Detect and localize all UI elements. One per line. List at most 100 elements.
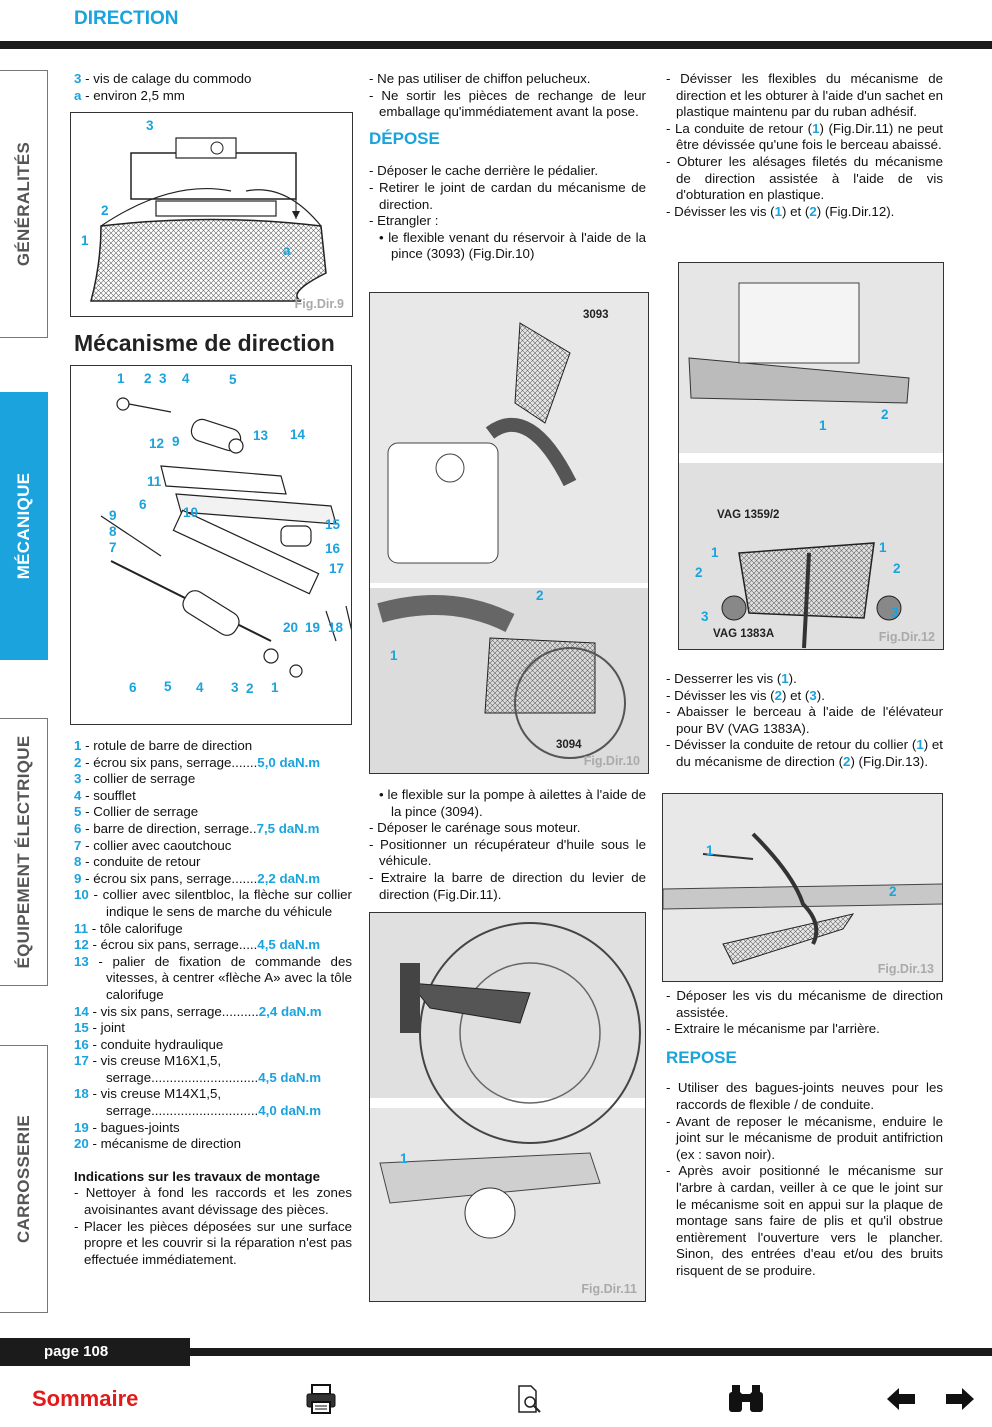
steering-rack-drawing: [100, 397, 351, 678]
paragraph: - Desserrer les vis (1).: [666, 671, 797, 686]
paragraph: - Positionner un récupérateur d'huile so…: [369, 836, 646, 869]
tab-mecanique[interactable]: MÉCANIQUE: [0, 392, 48, 660]
callout: 4: [196, 680, 204, 695]
callout: 1: [711, 545, 719, 560]
return-line-photo: [663, 794, 942, 981]
indications-title: Indications sur les travaux de montage: [74, 1168, 321, 1184]
legend-item: 11 - tôle calorifuge: [74, 920, 183, 936]
callout: 5: [164, 679, 172, 694]
callout: 1: [390, 648, 398, 663]
column-2-middle: • le flexible sur la pompe à ailettes à …: [369, 787, 646, 903]
tab-label: CARROSSERIE: [13, 1115, 33, 1243]
bullet: • le flexible venant du réservoir à l'ai…: [379, 229, 646, 262]
tool-label: 3094: [556, 739, 582, 751]
legend-item: 17 - vis creuse M16X1,5, serrage........…: [74, 1053, 322, 1085]
callout: 18: [328, 620, 344, 635]
callout: 1: [271, 680, 279, 695]
tab-label: MÉCANIQUE: [13, 472, 33, 580]
section-title: Mécanisme de direction: [74, 330, 335, 356]
figure-label: Fig.Dir.9: [294, 297, 344, 311]
legend-item: 2 - écrou six pans, serrage.......5,0 da…: [74, 754, 321, 770]
callout: 15: [325, 517, 341, 532]
paragraph: - Ne pas utiliser de chiffon pelucheux.: [369, 71, 591, 86]
callout: 10: [183, 505, 199, 520]
section-header: DIRECTION: [74, 8, 179, 29]
tool-label: 3093: [583, 309, 609, 321]
figure-label: Fig.Dir.11: [581, 1282, 637, 1296]
fig9-legend: 3 - vis de calage du commodo a - environ…: [74, 71, 252, 103]
callout: 3: [146, 118, 154, 133]
paragraph: - Déposer les vis du mécanisme de direct…: [666, 988, 943, 1020]
page-number: page 108: [44, 1343, 109, 1360]
legend-item: 8 - conduite de retour: [74, 854, 201, 870]
paragraph: - Obturer les alésages filetés du mécani…: [666, 153, 943, 203]
callout: 7: [109, 540, 117, 555]
callout: 1: [819, 418, 827, 433]
callout: 2: [881, 407, 889, 422]
binoculars-icon[interactable]: [726, 1382, 766, 1416]
tab-equipement-electrique[interactable]: ÉQUIPEMENT ÉLECTRIQUE: [0, 718, 48, 986]
search-document-icon[interactable]: [516, 1382, 544, 1416]
paragraph: - Avant de reposer le mécanisme, enduire…: [666, 1113, 943, 1162]
legend-item: 16 - conduite hydraulique: [74, 1036, 224, 1052]
column-3-bottom: - Déposer les vis du mécanisme de direct…: [666, 988, 943, 1280]
figure-dir-12: 2 1 VAG 1359/2 1 1 2 2 3 3 VAG 1383A Fig…: [678, 262, 944, 650]
callout: 4: [182, 371, 190, 386]
tab-carrosserie[interactable]: CARROSSERIE: [0, 1045, 48, 1313]
column-3-top: - Dévisser les flexibles du mécanisme de…: [666, 71, 943, 220]
figure-label: Fig.Dir.13: [877, 962, 934, 976]
callout: 12: [149, 436, 165, 451]
indication-item: - Nettoyer à fond les raccords et les zo…: [74, 1185, 352, 1218]
callout: 2: [893, 561, 901, 576]
callout: 1: [117, 371, 125, 386]
legend-item: 4 - soufflet: [74, 787, 136, 803]
callout: 13: [253, 428, 269, 443]
callout: 1: [400, 1151, 408, 1166]
header-bar: [0, 41, 992, 49]
callout: 14: [290, 427, 306, 442]
callout: 8: [109, 524, 117, 539]
callout: 5: [229, 372, 237, 387]
callout: 9: [109, 508, 117, 523]
sommaire-link[interactable]: Sommaire: [32, 1386, 139, 1411]
figure-dir-13: 1 2 Fig.Dir.13: [662, 793, 943, 982]
paragraph: - Abaisser le berceau à l'aide de l'élév…: [666, 704, 943, 736]
footer-bar: [190, 1348, 992, 1356]
tool-label: VAG 1383A: [713, 628, 775, 640]
legend-item: 10 - collier avec silentbloc, la flèche …: [74, 887, 352, 919]
callout: a: [283, 243, 291, 258]
callout: 16: [325, 541, 341, 556]
parts-legend: 1 - rotule de barre de direction 2 - écr…: [74, 738, 352, 1268]
callout: 2: [695, 565, 703, 580]
callout: 3: [701, 609, 709, 624]
paragraph: - Dévisser les flexibles du mécanisme de…: [666, 71, 943, 120]
printer-icon[interactable]: [304, 1382, 338, 1416]
arrow-right-icon[interactable]: [944, 1382, 976, 1416]
tool-label: VAG 1359/2: [717, 509, 780, 521]
tab-label: GÉNÉRALITÉS: [13, 141, 33, 267]
paragraph: - Extraire la barre de direction du levi…: [369, 869, 646, 902]
indication-item: - Placer les pièces déposées sur une sur…: [74, 1218, 352, 1267]
callout: 2: [889, 884, 897, 899]
tab-generalites[interactable]: GÉNÉRALITÉS: [0, 70, 48, 338]
bullet: • le flexible sur la pompe à ailettes à …: [379, 787, 646, 819]
callout: 2: [536, 588, 544, 603]
arrow-left-icon[interactable]: [885, 1382, 917, 1416]
paragraph: - Etrangler :: [369, 213, 439, 229]
paragraph: - Déposer le carénage sous moteur.: [369, 820, 581, 836]
callout: 3: [891, 605, 899, 620]
figure-label: Fig.Dir.12: [878, 630, 935, 644]
steering-column-drawing: [90, 137, 327, 302]
legend-item: 15 - joint: [74, 1020, 126, 1036]
legend-item: 13 - palier de fixation de commande des …: [74, 953, 352, 1002]
tie-rod-removal-photo: [370, 913, 645, 1301]
subframe-photo: [679, 263, 943, 649]
footer-tab: [0, 1338, 190, 1366]
paragraph: - Déposer le cache derrière le pédalier.: [369, 163, 599, 179]
callout: 2: [144, 371, 152, 386]
callout: 20: [283, 620, 299, 635]
column-3-middle: - Desserrer les vis (1). - Dévisser les …: [666, 671, 943, 771]
paragraph: - Ne sortir les pièces de rechange de le…: [369, 87, 646, 120]
paragraph: - Utiliser des bagues-joints neuves pour…: [666, 1080, 943, 1112]
callout: 1: [706, 843, 714, 858]
